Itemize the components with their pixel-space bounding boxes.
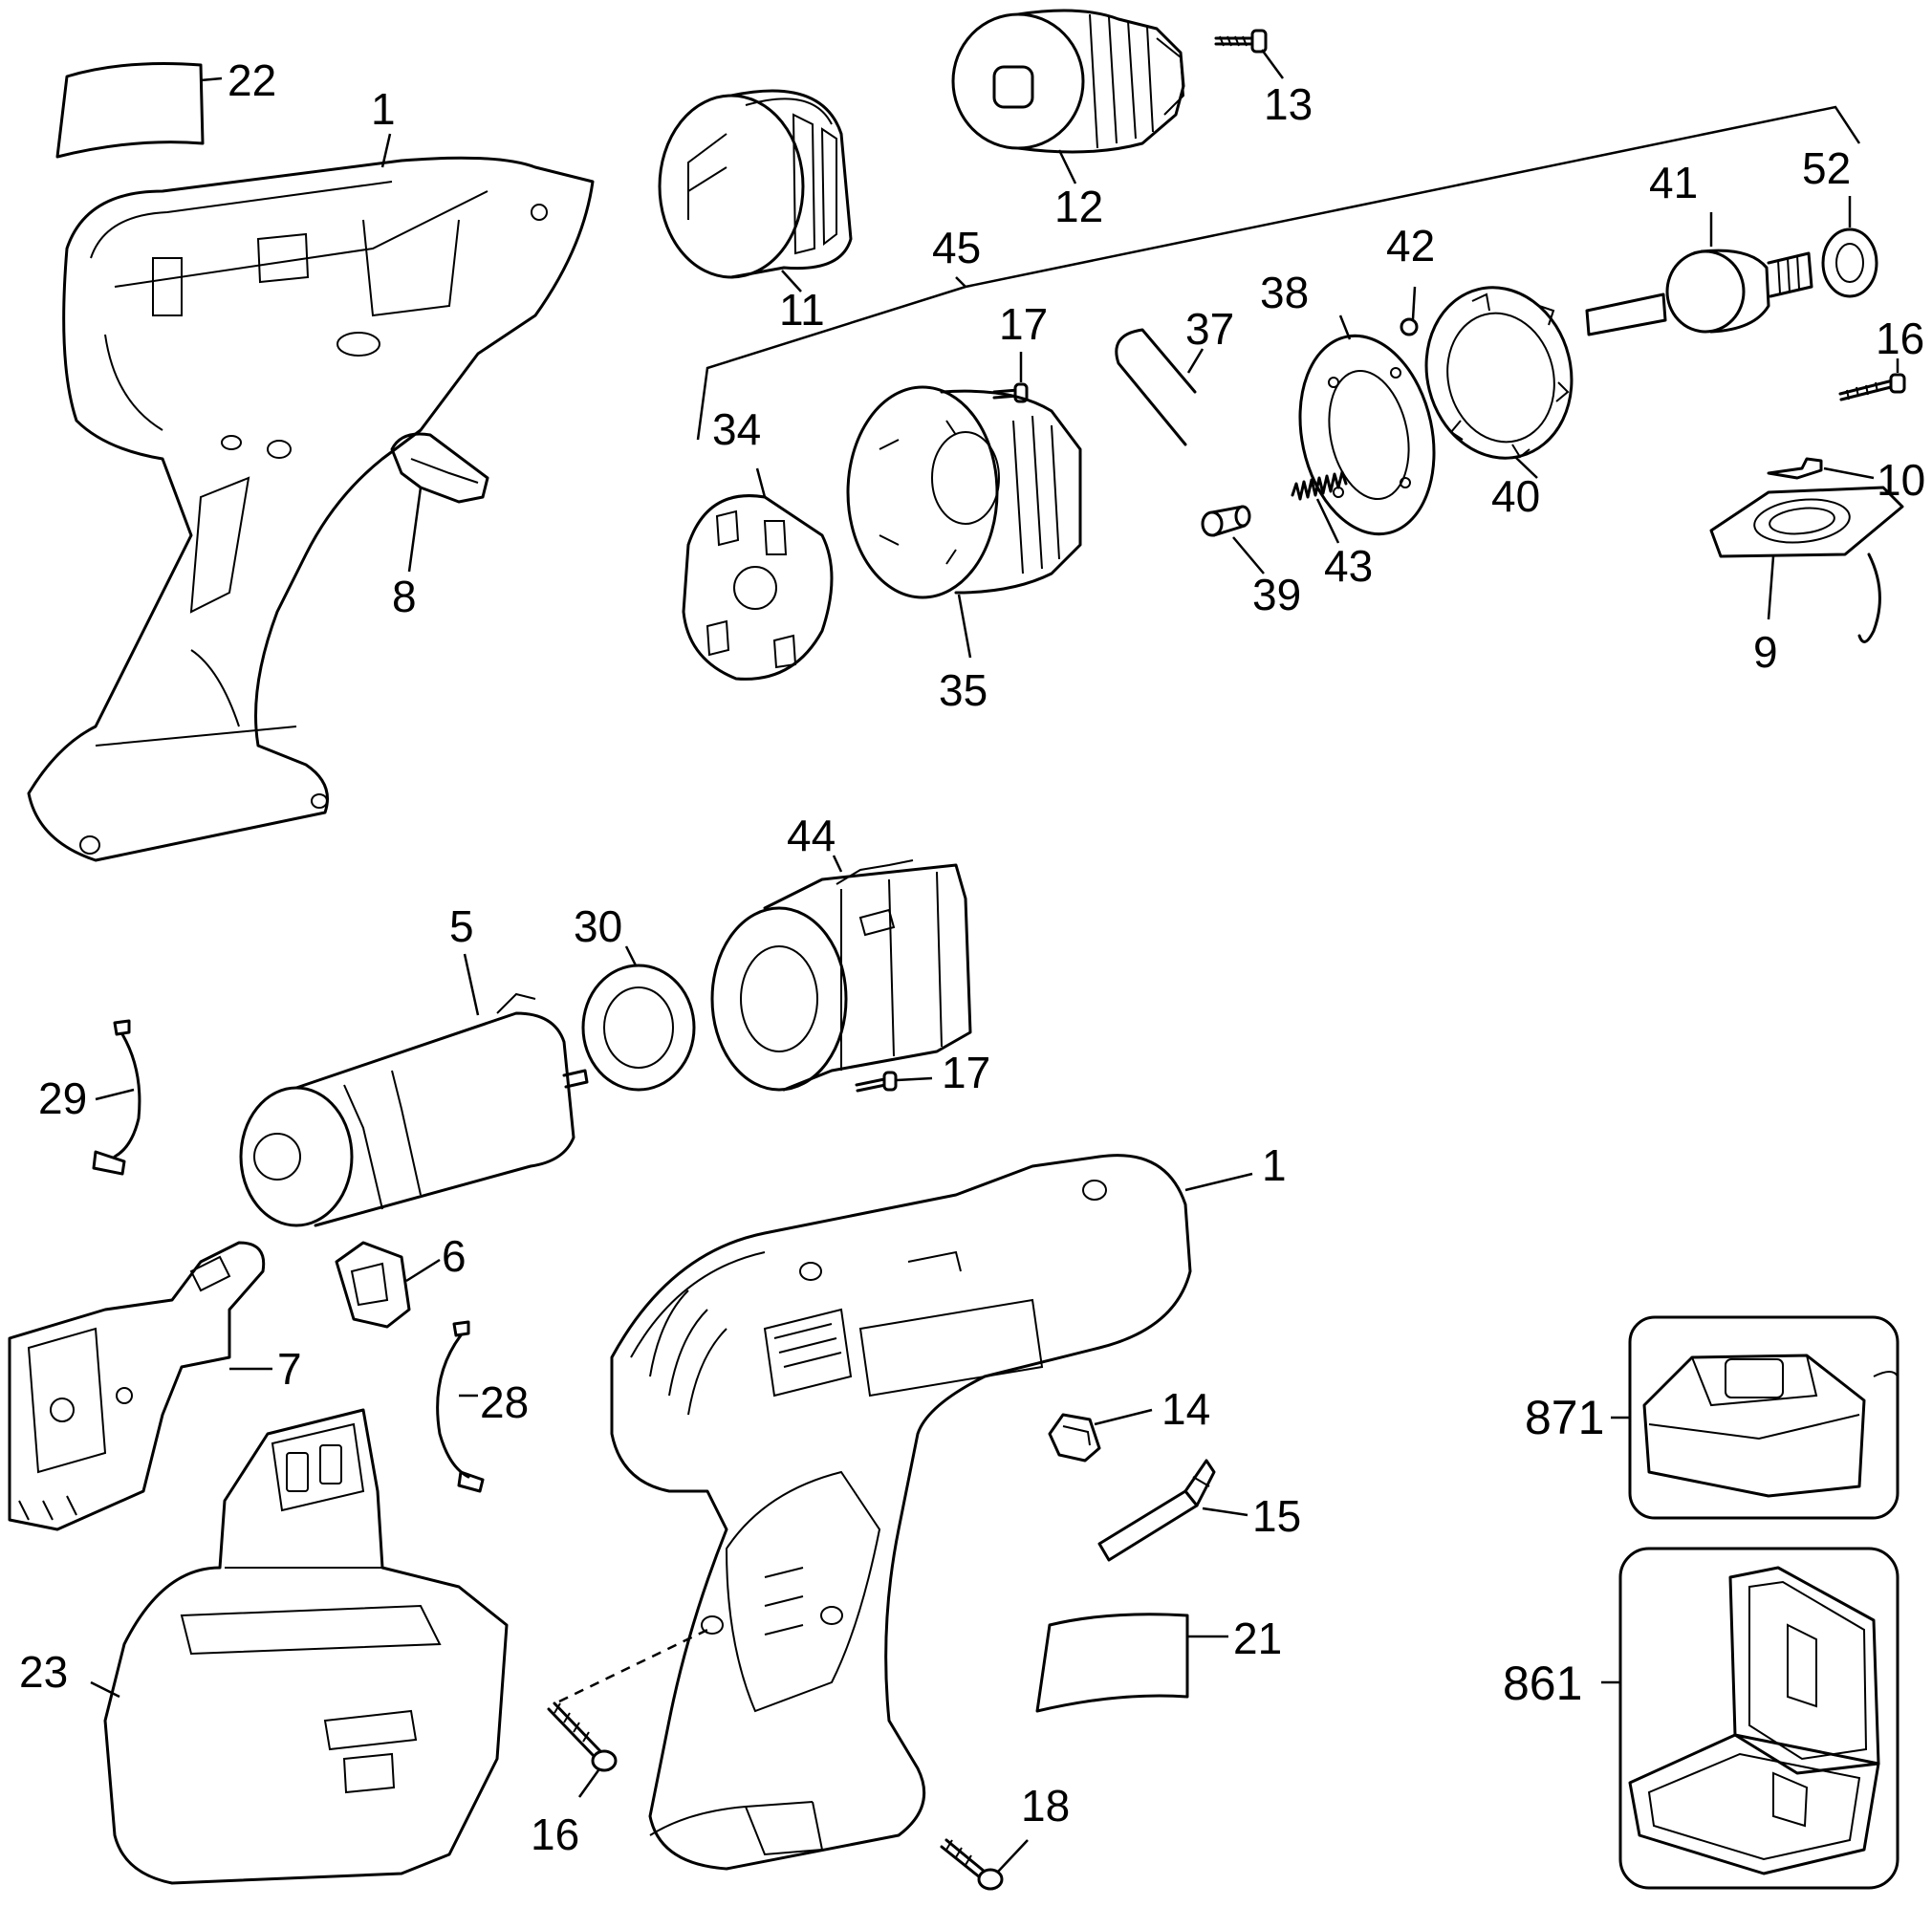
label-23: 23	[19, 1647, 68, 1697]
part-8-clip	[390, 432, 489, 573]
part-40-ring-gear	[1424, 286, 1574, 479]
part-44-motor-mount	[710, 855, 972, 1092]
label-1-assembled: 1	[1262, 1140, 1287, 1190]
part-14-clip	[1048, 1408, 1153, 1463]
part-9-switch-plate	[1709, 486, 1904, 643]
part-43-spring	[1291, 470, 1348, 544]
label-10: 10	[1877, 455, 1925, 505]
label-13: 13	[1264, 79, 1313, 129]
part-5-motor	[239, 953, 589, 1227]
label-8: 8	[392, 572, 417, 621]
part-39-pin	[1201, 505, 1265, 574]
part-17-screw-mid	[855, 1071, 933, 1093]
label-17-top: 17	[999, 299, 1048, 349]
part-15-bit	[1097, 1459, 1248, 1562]
part-35-gearbox	[846, 385, 1082, 659]
label-17-mid: 17	[942, 1048, 990, 1097]
label-40: 40	[1491, 471, 1540, 521]
part-30-washer	[581, 945, 696, 1092]
part-42-ball	[1400, 286, 1419, 336]
label-39: 39	[1252, 570, 1301, 619]
label-43: 43	[1324, 541, 1373, 591]
part-number-labels: 22 1 8 11 12 13 45 17 37 38 42 41 52 16 …	[19, 55, 1925, 1859]
part-18-screw	[940, 1838, 1029, 1891]
label-11: 11	[779, 285, 825, 335]
part-29-wire	[92, 1019, 141, 1176]
label-5: 5	[449, 901, 474, 951]
part-10-clip	[1767, 457, 1875, 480]
label-18: 18	[1021, 1781, 1070, 1831]
label-45: 45	[932, 223, 981, 272]
part-1-housing-left-half	[27, 133, 595, 862]
label-29: 29	[38, 1073, 87, 1123]
label-1: 1	[371, 84, 396, 134]
part-28-wire	[436, 1320, 485, 1493]
label-7: 7	[277, 1344, 302, 1394]
label-41: 41	[1649, 158, 1698, 207]
assembly-dashed-line	[558, 1628, 708, 1703]
label-22: 22	[228, 55, 276, 105]
part-13-screw	[1214, 29, 1285, 79]
label-14: 14	[1161, 1384, 1210, 1434]
part-41-spindle	[1585, 212, 1813, 336]
part-22-label-sheet	[55, 62, 223, 159]
part-7-switch	[8, 1241, 272, 1531]
label-37: 37	[1185, 304, 1234, 354]
part-861-carry-case	[1601, 1547, 1899, 1890]
part-45-assembly-bracket	[696, 105, 1861, 441]
label-871: 871	[1525, 1391, 1604, 1444]
label-35: 35	[939, 665, 988, 715]
label-9: 9	[1753, 627, 1778, 677]
label-12: 12	[1054, 182, 1103, 231]
part-871-charger	[1611, 1315, 1899, 1520]
part-16-screw-bottom	[547, 1701, 618, 1798]
part-11-clutch-sleeve	[658, 89, 853, 293]
part-38-ring	[1298, 314, 1436, 536]
label-16-bottom: 16	[531, 1809, 579, 1859]
part-37-u-pin	[1115, 328, 1205, 446]
label-6: 6	[442, 1231, 467, 1281]
part-12-chuck	[951, 9, 1185, 184]
label-34: 34	[712, 404, 761, 454]
part-6-brush-holder	[335, 1241, 441, 1329]
part-34-gear-carrier	[682, 467, 834, 681]
label-52: 52	[1802, 143, 1851, 193]
part-16-screw-top	[1838, 358, 1906, 401]
part-23-battery	[90, 1408, 509, 1885]
label-44: 44	[787, 811, 836, 860]
label-38: 38	[1260, 268, 1309, 317]
label-30: 30	[574, 901, 622, 951]
label-21: 21	[1233, 1614, 1282, 1663]
part-1-housing-right-half	[610, 1154, 1253, 1871]
label-28: 28	[480, 1377, 529, 1427]
label-861: 861	[1503, 1657, 1582, 1710]
part-52-washer	[1821, 196, 1878, 298]
label-15: 15	[1252, 1491, 1301, 1541]
part-21-label-sheet	[1035, 1613, 1228, 1713]
label-16-top: 16	[1876, 314, 1924, 363]
label-42: 42	[1386, 221, 1435, 271]
